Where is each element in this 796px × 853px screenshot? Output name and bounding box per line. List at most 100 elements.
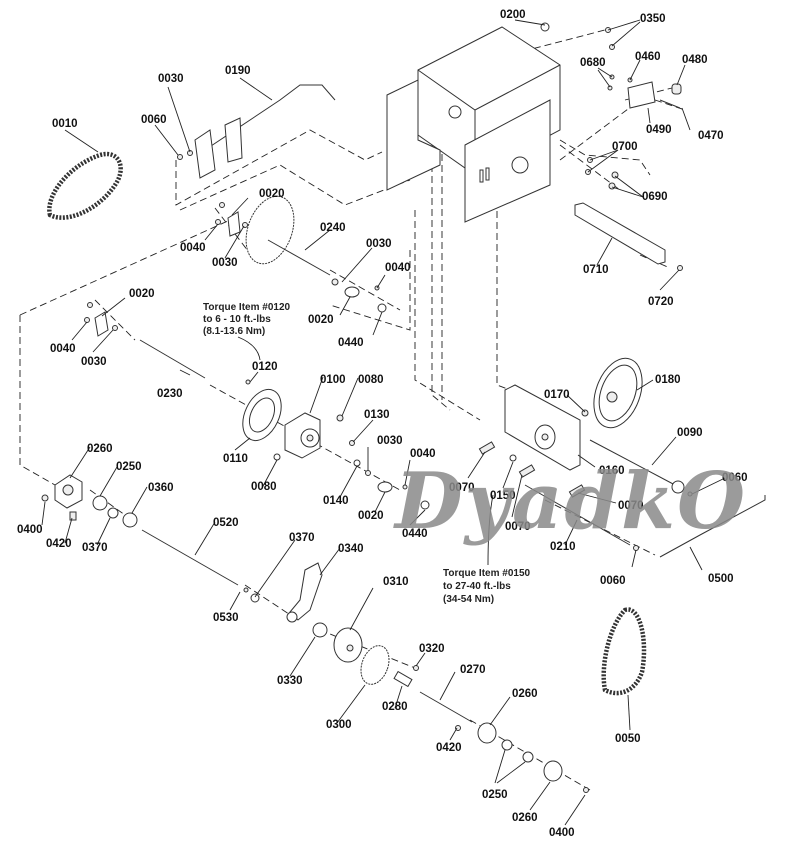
shift-rod-0190 bbox=[177, 84, 336, 179]
label-0490: 0490 bbox=[646, 124, 672, 136]
sprocket-0240 bbox=[215, 195, 387, 313]
label-0130: 0130 bbox=[364, 409, 390, 421]
label-0320: 0320 bbox=[419, 643, 445, 655]
rod-0090 bbox=[589, 439, 693, 497]
label-0370: 0370 bbox=[289, 532, 315, 544]
label-0030: 0030 bbox=[158, 73, 184, 85]
housing-0100 bbox=[273, 412, 430, 510]
label-0530: 0530 bbox=[213, 612, 239, 624]
label-0340: 0340 bbox=[338, 543, 364, 555]
label-0310: 0310 bbox=[383, 576, 409, 588]
label-0150: 0150 bbox=[490, 490, 516, 502]
label-0120: 0120 bbox=[252, 361, 278, 373]
label-0030: 0030 bbox=[212, 257, 238, 269]
label-0070: 0070 bbox=[505, 521, 531, 533]
label-0700: 0700 bbox=[612, 141, 638, 153]
label-0030: 0030 bbox=[81, 356, 107, 368]
torque-note-0150-line1: Torque Item #0150 bbox=[443, 568, 531, 579]
label-0140: 0140 bbox=[323, 495, 349, 507]
label-0460: 0460 bbox=[635, 51, 661, 63]
label-0020: 0020 bbox=[358, 510, 384, 522]
label-0420: 0420 bbox=[46, 538, 72, 550]
pulley-0180 bbox=[581, 357, 643, 429]
label-0400: 0400 bbox=[549, 827, 575, 839]
bar-0710 bbox=[574, 202, 683, 271]
label-0330: 0330 bbox=[277, 675, 303, 687]
shaft-0210 bbox=[524, 484, 639, 551]
leader-lines bbox=[41, 19, 726, 826]
label-0110: 0110 bbox=[223, 453, 248, 465]
shaft-0520 bbox=[141, 529, 260, 603]
label-0040: 0040 bbox=[385, 262, 411, 274]
label-0060: 0060 bbox=[141, 114, 167, 126]
torque-note-0150-line2: to 27-40 ft.-lbs bbox=[443, 581, 511, 592]
label-0160: 0160 bbox=[599, 465, 625, 477]
label-0260: 0260 bbox=[512, 812, 538, 824]
label-0250: 0250 bbox=[116, 461, 142, 473]
label-0020: 0020 bbox=[129, 288, 155, 300]
torque-note-0120-line2: to 6 - 10 ft.-lbs bbox=[203, 314, 271, 325]
label-0180: 0180 bbox=[655, 374, 681, 386]
bracket-0340 bbox=[286, 562, 323, 623]
torque-note-0150-line3: (34-54 Nm) bbox=[443, 594, 494, 605]
label-0400: 0400 bbox=[17, 524, 43, 536]
label-0030: 0030 bbox=[366, 238, 392, 250]
label-0100: 0100 bbox=[320, 374, 346, 386]
label-0360: 0360 bbox=[148, 482, 174, 494]
bearing-group-left bbox=[41, 474, 138, 528]
label-0190: 0190 bbox=[225, 65, 251, 77]
frame-housing bbox=[386, 22, 561, 223]
label-0440: 0440 bbox=[402, 528, 428, 540]
fasteners-top bbox=[585, 27, 633, 190]
label-0040: 0040 bbox=[50, 343, 76, 355]
chain-0050 bbox=[601, 607, 647, 696]
torque-note-0120-line3: (8.1-13.6 Nm) bbox=[203, 326, 265, 337]
label-0080: 0080 bbox=[358, 374, 384, 386]
label-0480: 0480 bbox=[682, 54, 708, 66]
label-0040: 0040 bbox=[410, 448, 436, 460]
label-0260: 0260 bbox=[512, 688, 538, 700]
label-0060: 0060 bbox=[600, 575, 626, 587]
chain-0010 bbox=[47, 151, 123, 220]
label-0520: 0520 bbox=[213, 517, 239, 529]
label-0240: 0240 bbox=[320, 222, 346, 234]
label-0270: 0270 bbox=[460, 664, 486, 676]
shaft-0230 bbox=[84, 302, 251, 385]
bracket-0490 bbox=[627, 81, 682, 109]
label-0200: 0200 bbox=[500, 9, 526, 21]
label-0230: 0230 bbox=[157, 388, 183, 400]
label-0070: 0070 bbox=[449, 482, 475, 494]
label-0090: 0090 bbox=[677, 427, 703, 439]
label-0370: 0370 bbox=[82, 542, 108, 554]
label-0280: 0280 bbox=[382, 701, 408, 713]
watermark: DyadkO bbox=[393, 456, 747, 547]
label-0710: 0710 bbox=[583, 264, 609, 276]
label-0060: 0060 bbox=[722, 472, 748, 484]
label-0070: 0070 bbox=[618, 500, 644, 512]
label-0300: 0300 bbox=[326, 719, 352, 731]
label-0210: 0210 bbox=[550, 541, 576, 553]
torque-note-0150: Torque Item #0150 to 27-40 ft.-lbs (34-5… bbox=[443, 568, 531, 605]
label-0020: 0020 bbox=[308, 314, 334, 326]
label-0440: 0440 bbox=[338, 337, 364, 349]
drive-plate-0160 bbox=[504, 384, 581, 471]
label-0250: 0250 bbox=[482, 789, 508, 801]
torque-note-0120-line1: Torque Item #0120 bbox=[203, 302, 291, 313]
torque-note-0120: Torque Item #0120 to 6 - 10 ft.-lbs (8.1… bbox=[203, 302, 291, 337]
label-0020: 0020 bbox=[259, 188, 285, 200]
springs-0070 bbox=[478, 441, 586, 498]
label-0350: 0350 bbox=[640, 13, 666, 25]
label-0690: 0690 bbox=[642, 191, 668, 203]
part-labels: 0010 0030 0060 0190 0200 0350 0680 0460 … bbox=[17, 9, 748, 839]
label-0470: 0470 bbox=[698, 130, 724, 142]
label-0030: 0030 bbox=[377, 435, 403, 447]
label-0010: 0010 bbox=[52, 118, 78, 130]
label-0040: 0040 bbox=[180, 242, 206, 254]
cable-0500 bbox=[659, 495, 766, 558]
label-0050: 0050 bbox=[615, 733, 641, 745]
label-0500: 0500 bbox=[708, 573, 734, 585]
drive-group-lower bbox=[312, 622, 589, 793]
hub-0110 bbox=[242, 388, 282, 442]
label-0170: 0170 bbox=[544, 389, 570, 401]
